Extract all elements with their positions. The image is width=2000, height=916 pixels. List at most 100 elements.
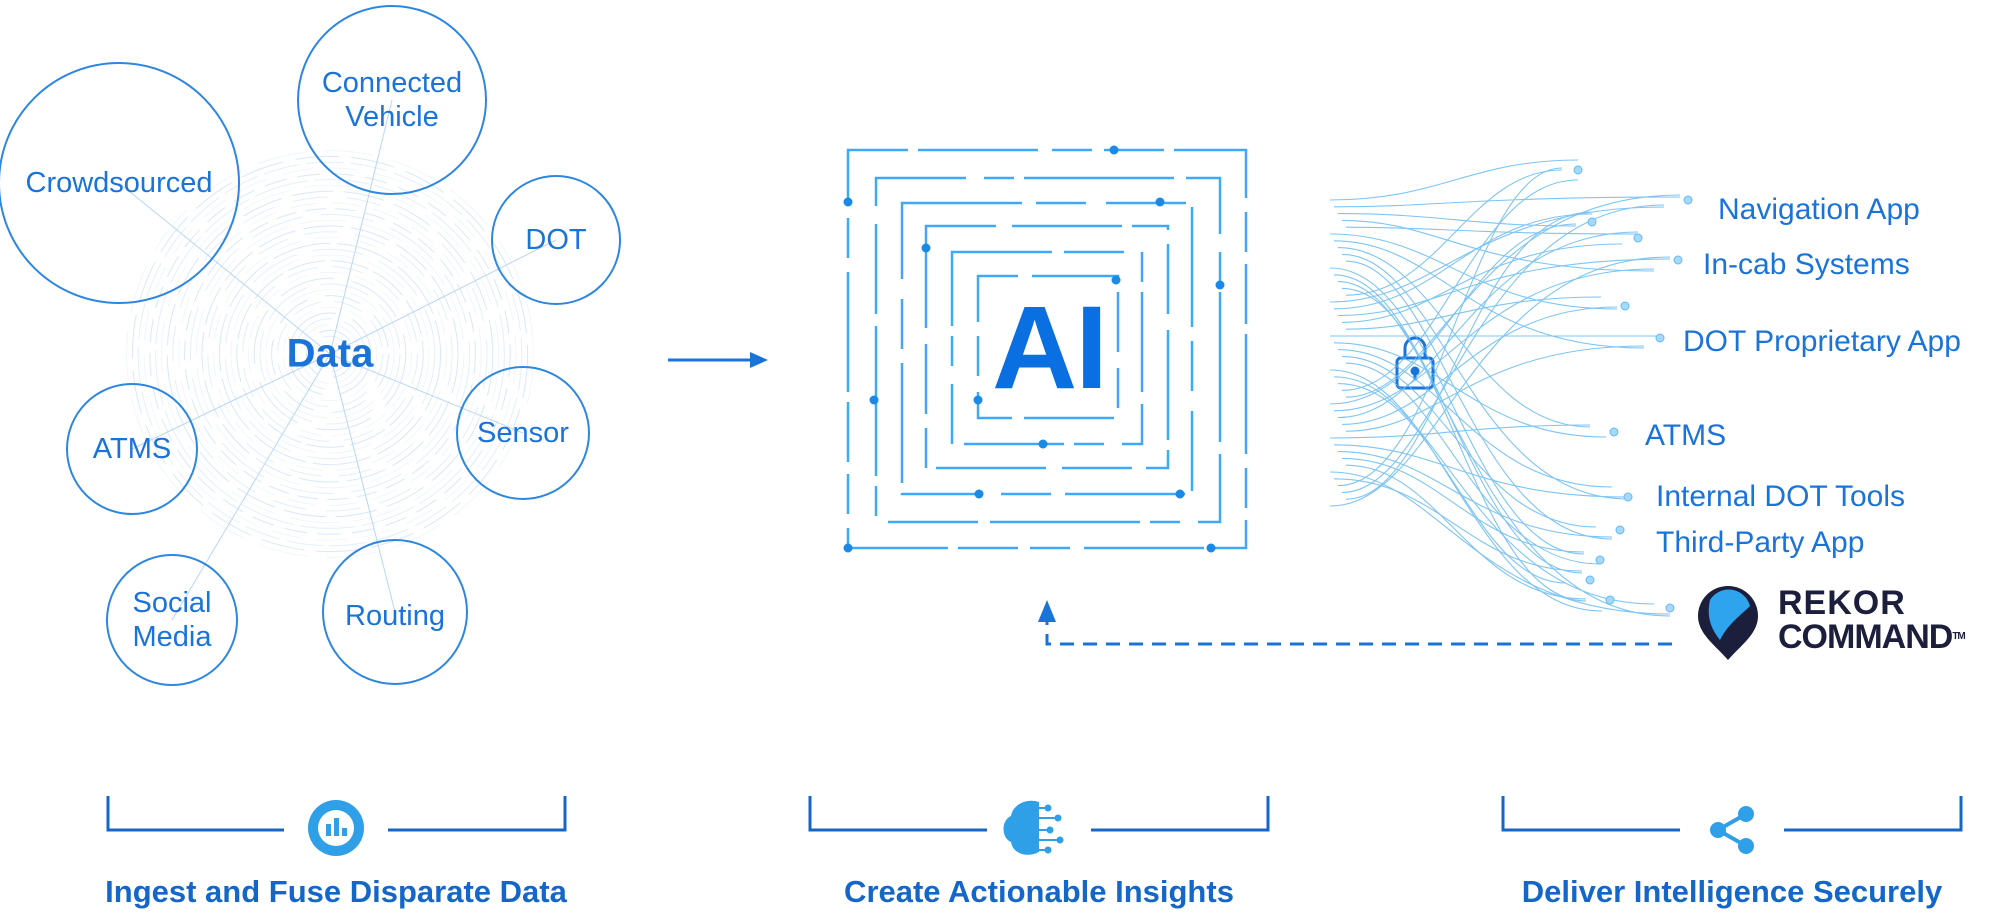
- output-fibre: [1337, 213, 1577, 227]
- circuit-trace: [874, 176, 1222, 524]
- source-connector: [118, 182, 331, 355]
- circuit-node: [1111, 275, 1121, 285]
- output-fibre: [1329, 471, 1671, 615]
- output-fibre: [1341, 355, 1597, 528]
- footer-ingest-heading: Ingest and Fuse Disparate Data: [105, 874, 567, 909]
- output-fibre: [1345, 194, 1681, 398]
- data-ring: [247, 271, 413, 437]
- data-ring: [178, 202, 482, 506]
- data-ring: [259, 283, 401, 425]
- output-fibre: [1337, 451, 1613, 538]
- output-fibre: [1341, 204, 1665, 493]
- output-fibre: [1333, 274, 1587, 602]
- source-connector: [329, 353, 396, 613]
- output-fibres: [1329, 159, 1693, 617]
- brand-trademark: TM: [1952, 631, 1965, 642]
- data-ring: [213, 237, 447, 471]
- fibre-end-node: [1633, 233, 1643, 243]
- output-fibre: [1329, 159, 1579, 201]
- output-fibre: [1345, 345, 1645, 432]
- fibre-end-node: [1609, 427, 1619, 437]
- data-ring: [253, 277, 407, 431]
- output-fibre: [1337, 247, 1591, 428]
- source-crowdsourced-label: Crowdsourced: [25, 167, 213, 199]
- data-ring: [143, 167, 517, 541]
- output-fibre: [1345, 362, 1601, 565]
- source-social-media-label: Social Media: [132, 587, 212, 653]
- output-fibre: [1345, 226, 1639, 235]
- data-ring: [155, 179, 505, 529]
- source-bubble-dot: [491, 175, 621, 305]
- fibre-end-node: [1585, 575, 1595, 585]
- fibre-end-node: [1573, 165, 1583, 175]
- source-connected-vehicle-label: Connected Vehicle: [321, 67, 463, 133]
- output-fibre: [1337, 231, 1639, 419]
- output-fibre: [1329, 424, 1591, 439]
- source-bubble-routing: [322, 539, 468, 685]
- flow-arrow-head: [750, 352, 768, 368]
- footer-bracket-ingest: [106, 796, 567, 832]
- source-atms-label: ATMS: [92, 433, 172, 465]
- footer-insights-heading: Create Actionable Insights: [844, 874, 1234, 909]
- rekor-pin-icon: [1698, 586, 1758, 660]
- data-ring: [305, 329, 355, 379]
- data-ring: [184, 208, 476, 500]
- data-ring: [131, 155, 529, 553]
- data-ring: [288, 312, 372, 396]
- fibre-end-node: [1595, 555, 1605, 565]
- output-fibre: [1333, 240, 1645, 349]
- circuit-node: [843, 197, 853, 207]
- data-ring: [311, 335, 349, 373]
- output-fibre: [1337, 258, 1671, 317]
- circuit-node: [1038, 439, 1048, 449]
- output-fibre: [1341, 219, 1655, 272]
- data-ring: [218, 242, 442, 466]
- circuit-trace: [846, 148, 1248, 550]
- data-ring: [201, 225, 459, 483]
- output-fibre: [1341, 179, 1579, 391]
- data-ring: [265, 289, 395, 419]
- circuit-node: [921, 243, 931, 253]
- data-hub-label: Data: [286, 331, 374, 376]
- source-routing-label: Routing: [345, 600, 445, 632]
- brain-circuit-icon: [1003, 800, 1064, 855]
- source-connector: [329, 353, 524, 434]
- fibre-end-node: [1620, 301, 1630, 311]
- output-fibre: [1329, 223, 1577, 405]
- circuit-node: [973, 395, 983, 405]
- fibre-end-node: [1683, 195, 1693, 205]
- data-ring: [294, 318, 366, 390]
- fibre-end-node: [1655, 333, 1665, 343]
- source-connector: [131, 353, 331, 450]
- circuit-node: [1215, 280, 1225, 290]
- output-fibre: [1333, 342, 1607, 438]
- footer-bracket-insights: [808, 796, 1270, 832]
- output-fibre: [1337, 281, 1671, 617]
- source-sensor-label: Sensor: [477, 417, 569, 449]
- source-connector: [329, 239, 557, 355]
- circuit-trace: [924, 224, 1170, 470]
- circuit-node: [869, 395, 879, 405]
- output-fibre: [1341, 253, 1629, 500]
- data-ring: [166, 190, 494, 518]
- data-ring: [195, 219, 465, 489]
- fibre-end-node: [1665, 603, 1675, 613]
- share-icon: [1710, 806, 1754, 854]
- output-fibre: [1341, 457, 1585, 553]
- data-ring: [230, 254, 430, 454]
- feedback-dashed-line: [1045, 614, 1672, 646]
- circuit-node: [1109, 145, 1119, 155]
- fibre-end-node: [1605, 595, 1615, 605]
- data-ring: [207, 231, 453, 477]
- brand-line2: COMMAND: [1778, 618, 1953, 656]
- output-fibre: [1345, 464, 1587, 600]
- data-ring: [242, 266, 418, 442]
- output-fibre: [1345, 211, 1593, 500]
- footer-bracket-deliver: [1501, 796, 1963, 832]
- data-ring: [271, 295, 389, 413]
- output-fibre: [1341, 306, 1618, 425]
- rekor-command-logo: REKOR COMMANDTM: [1778, 586, 1966, 656]
- source-bubble-connected-vehicle: [297, 5, 487, 195]
- circuit-node: [1175, 489, 1185, 499]
